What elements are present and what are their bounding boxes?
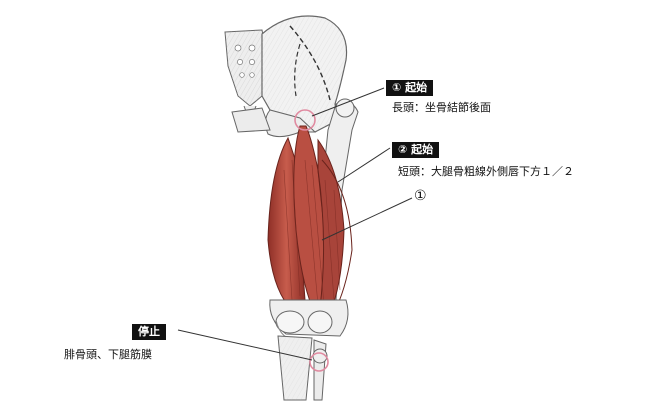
marker-1: ①: [414, 188, 427, 204]
knee: [269, 299, 349, 343]
insertion-circle: [309, 352, 329, 372]
origin1-text: 長頭：坐骨結節後面: [392, 101, 491, 114]
origin1-tag: ① 起始: [386, 80, 434, 96]
lower-leg-bones: [277, 335, 328, 401]
leader-origin1: [311, 87, 385, 117]
origin1-circle: [294, 109, 316, 131]
leader-origin2: [337, 147, 391, 183]
origin2-text: 短頭：大腿骨粗線外側唇下方１／２: [398, 165, 574, 178]
insertion-text: 腓骨頭、下腿筋膜: [64, 348, 152, 361]
leader-marker: [321, 197, 413, 241]
insertion-tag: 停止: [132, 324, 166, 340]
hip-bone: [231, 15, 348, 138]
leader-insertion: [177, 329, 313, 361]
hamstring-muscles: [267, 125, 353, 321]
origin2-tag: ② 起始: [392, 142, 440, 158]
